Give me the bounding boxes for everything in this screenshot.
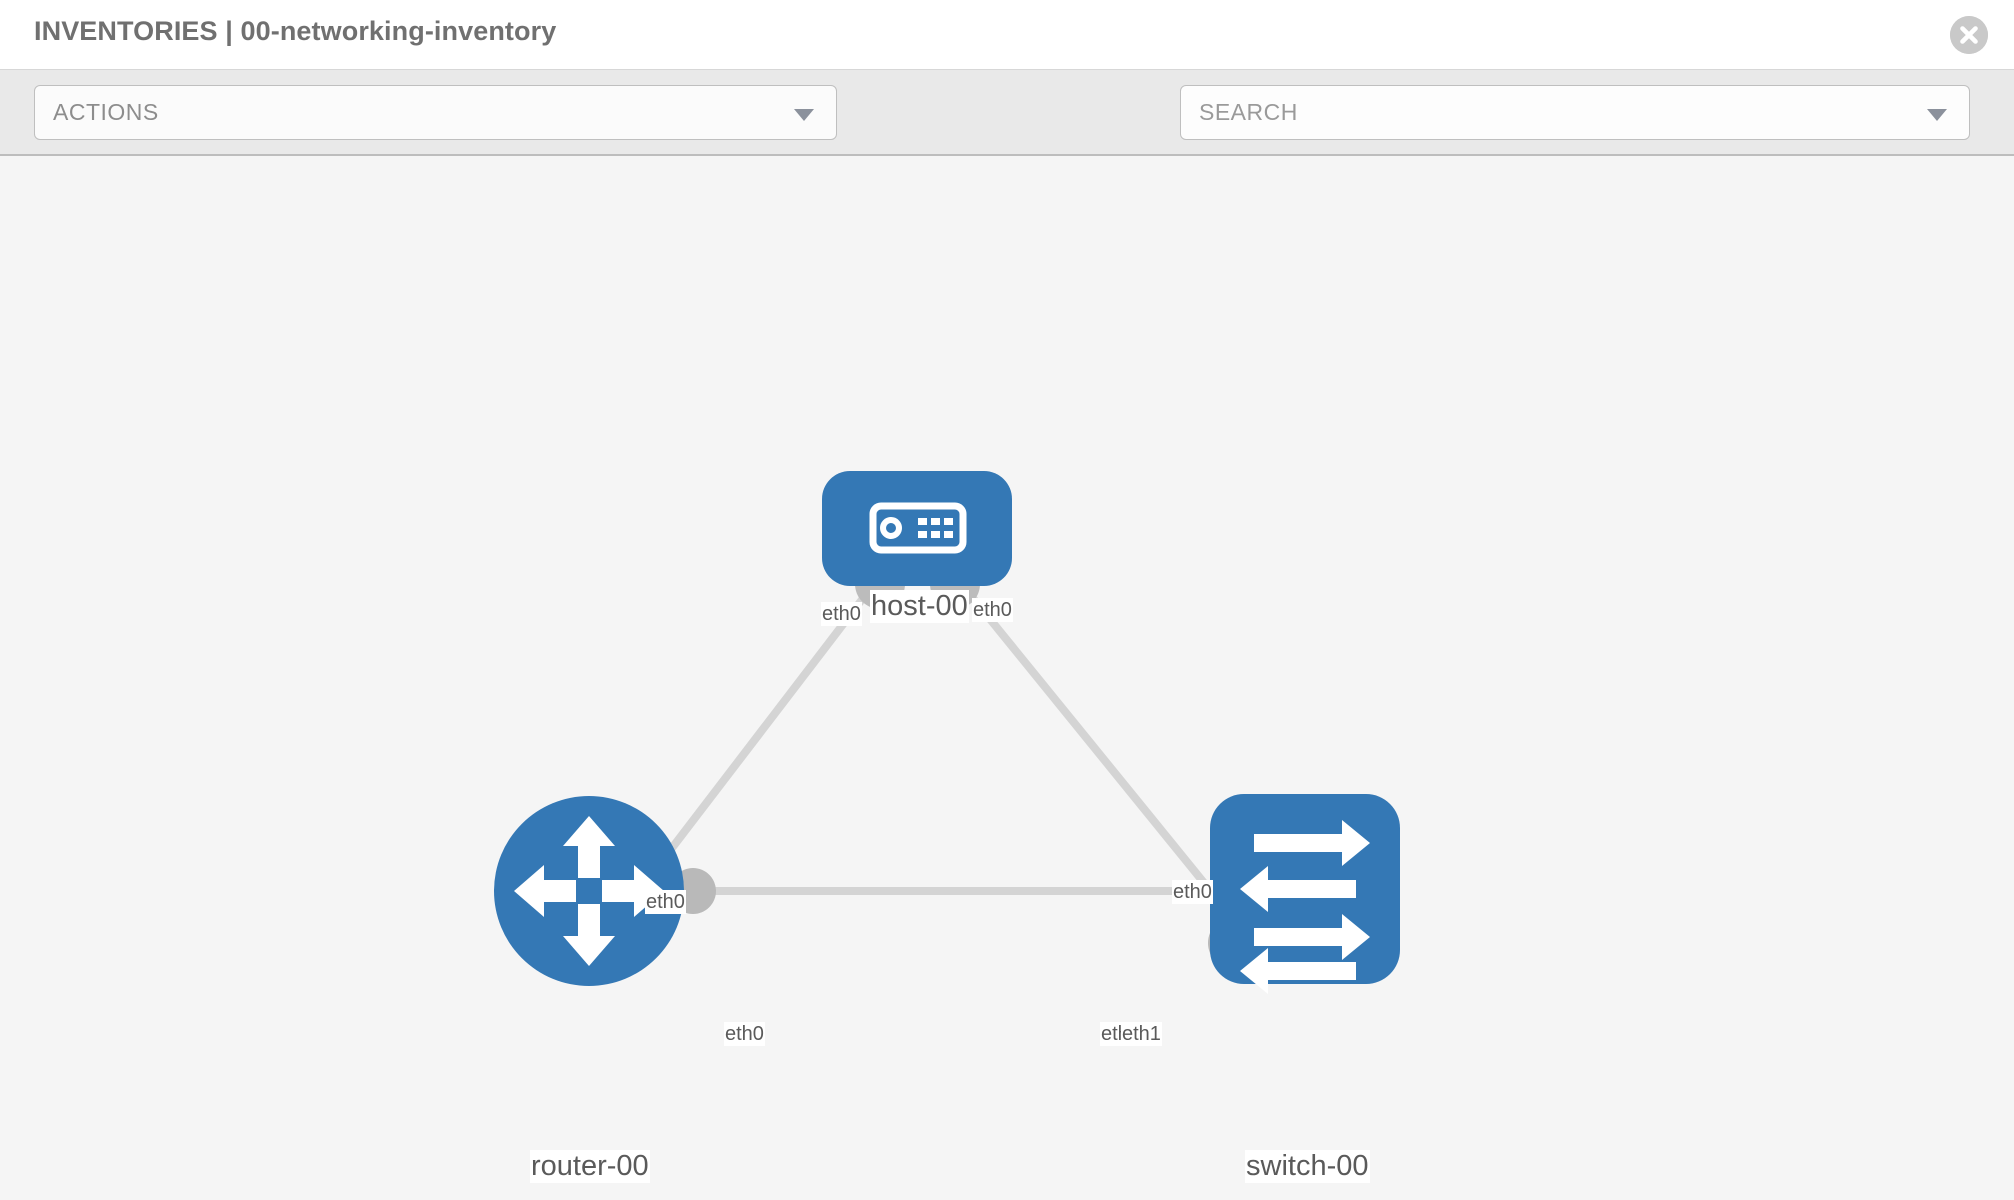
chevron-down-icon[interactable]: [1927, 109, 1947, 121]
node-switch-00[interactable]: [1210, 794, 1400, 994]
port-label: eth0: [645, 890, 686, 914]
page-header: INVENTORIES | 00-networking-inventory: [0, 0, 2014, 70]
port-label: eth0: [972, 598, 1013, 622]
switch-arrows-icon: [1240, 820, 1370, 994]
actions-dropdown[interactable]: ACTIONS: [34, 85, 837, 140]
node-label-switch-00: switch-00: [1245, 1150, 1370, 1183]
topology-edges: [616, 573, 1239, 924]
node-host-00[interactable]: [822, 471, 1012, 586]
search-placeholder: SEARCH: [1199, 99, 1298, 125]
port-label: eth1: [1121, 1022, 1162, 1046]
server-icon: [869, 502, 967, 554]
chevron-down-icon: [794, 109, 814, 121]
port-label: eth0: [724, 1022, 765, 1046]
actions-dropdown-label: ACTIONS: [53, 99, 159, 125]
node-label-host-00: host-00: [870, 590, 969, 623]
edge-host00-switch00[interactable]: [951, 573, 1239, 924]
search-input[interactable]: SEARCH: [1180, 85, 1970, 140]
close-icon: [1950, 16, 1988, 54]
topology-graph: [494, 471, 1400, 994]
node-label-router-00: router-00: [530, 1150, 650, 1183]
port-label: eth0: [1172, 880, 1213, 904]
toolbar: ACTIONS SEARCH: [0, 70, 2014, 197]
page-title: INVENTORIES | 00-networking-inventory: [34, 16, 557, 46]
port-label: eth0: [821, 602, 862, 626]
close-button[interactable]: [1950, 16, 1988, 54]
topology-canvas[interactable]: eth0 eth0 eth0 eth0 eth0 eth0 eth1 host-…: [0, 156, 2014, 1200]
